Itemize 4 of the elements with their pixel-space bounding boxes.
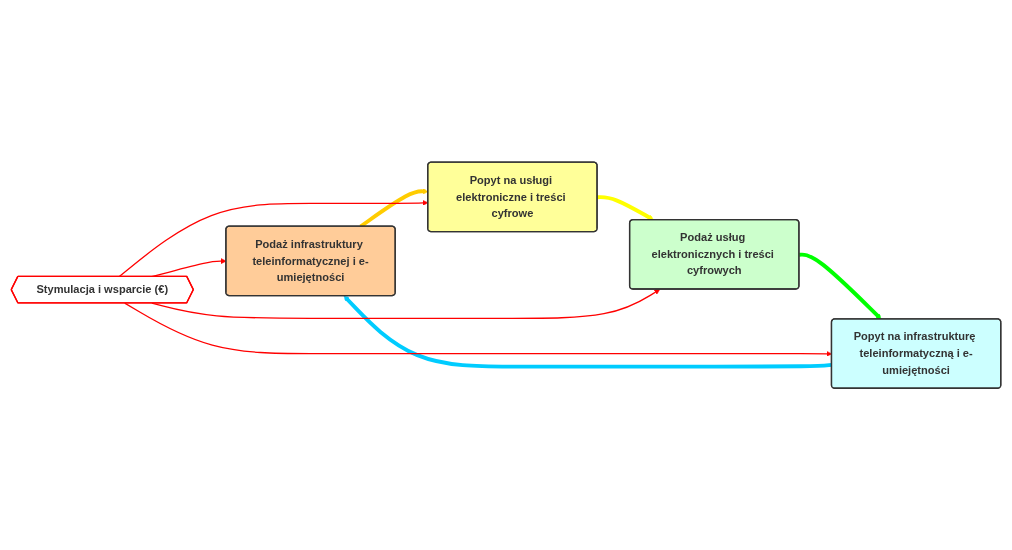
arrow xyxy=(151,288,661,319)
arrow xyxy=(343,295,832,369)
arrow xyxy=(597,194,654,221)
arrow xyxy=(799,252,882,320)
